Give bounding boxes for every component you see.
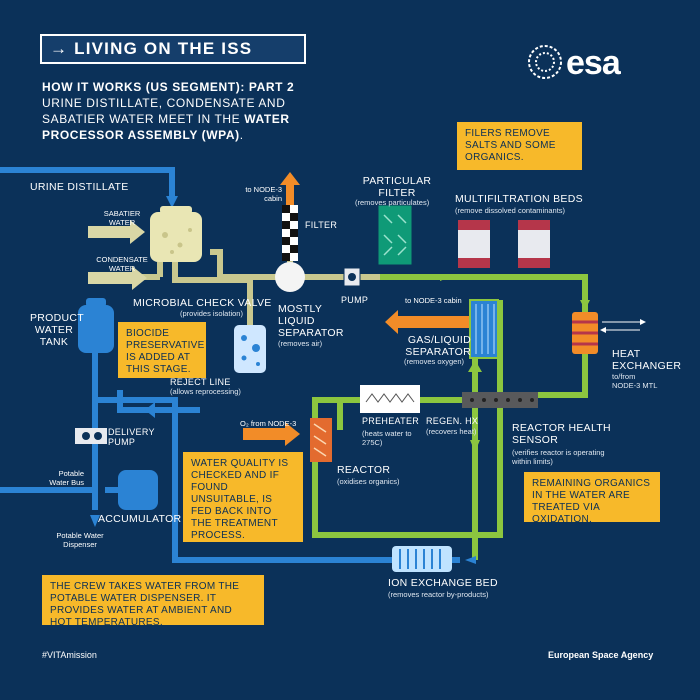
accumulator-shape [105, 470, 158, 510]
label-urine-distillate: URINE DISTILLATE [30, 181, 129, 193]
label-product-tank: PRODUCT WATER TANK [30, 312, 85, 349]
label-reactor: REACTOR [337, 464, 391, 476]
blue-pipes [0, 167, 460, 563]
subtitle: HOW IT WORKS (US SEGMENT): PART 2 [42, 80, 295, 94]
label-heat-exchanger-sub: to/from NODE-3 MTL [612, 372, 658, 390]
callout-organics: REMAINING ORGANICS IN THE WATER ARE TREA… [524, 472, 660, 525]
page-title: LIVING ON THE ISS [74, 39, 253, 58]
label-condensate: CONDENSATE WATER [96, 255, 148, 273]
heat-exchanger-shape [572, 312, 646, 354]
title-box: → LIVING ON THE ISS [40, 34, 306, 64]
esa-logo: esa [566, 44, 621, 82]
esa-logo-mark [528, 45, 562, 79]
label-heat-exchanger: HEAT EXCHANGER [612, 348, 682, 373]
label-preheater: PREHEATER [362, 416, 420, 426]
product-tank-shape [78, 298, 114, 353]
label-reject-line: REJECT LINE [170, 377, 231, 387]
label-particular-filter-sub: (removes particulates) [355, 198, 430, 207]
label-delivery-pump: DELIVERY PUMP [108, 427, 155, 448]
label-regen-hx-sub: (recovers heat) [426, 427, 477, 436]
intro-line-1: URINE DISTILLATE, CONDENSATE AND [42, 96, 286, 110]
label-multifiltration-sub: (remove dissolved contaminants) [455, 206, 566, 215]
delivery-pump-shape [75, 428, 107, 444]
checker-filter [282, 205, 298, 261]
callout-filters: FILERS REMOVE SALTS AND SOME ORGANICS. [457, 122, 582, 170]
label-potable-bus: Potable Water Bus [49, 469, 84, 487]
label-microbial-valve: MICROBIAL CHECK VALVE [133, 297, 272, 309]
callout-biocide: BIOCIDE PRESERVATIVE IS ADDED AT THIS ST… [118, 322, 206, 378]
microbial-tank [150, 206, 202, 262]
label-o2-from-node3: O₂ from NODE-3 [240, 419, 297, 428]
label-accumulator: ACCUMULATOR [98, 513, 182, 525]
arrow-icon: → [50, 39, 69, 58]
preheater-shape [360, 385, 420, 413]
biocide-cylinder [234, 325, 266, 373]
label-reject-line-sub: (allows reprocessing) [170, 387, 241, 396]
gas-liquid-shape [469, 299, 499, 359]
label-sabatier: SABATIER WATER [103, 209, 141, 227]
label-multifiltration: MULTIFILTRATION BEDS [455, 193, 583, 205]
intro-line-2: SABATIER WATER MEET IN THE WATER [42, 112, 290, 126]
label-microbial-sub: (provides isolation) [180, 309, 243, 318]
regen-hx-shape [462, 392, 538, 408]
label-reactor-sub: (oxidises organics) [337, 477, 400, 486]
label-ion-exchange: ION EXCHANGE BED [388, 577, 498, 589]
intro-line-3: PROCESSOR ASSEMBLY (WPA). [42, 128, 244, 142]
callout-crew: THE CREW TAKES WATER FROM THE POTABLE WA… [42, 575, 264, 628]
label-particular-filter: PARTICULAR FILTER [362, 175, 432, 200]
intro-bold: WATER [244, 112, 290, 126]
label-reactor-health-sub: (verifies reactor is operating within li… [512, 448, 605, 466]
label-mostly-liquid-sub: (removes air) [278, 339, 323, 348]
particular-filter-shape [377, 204, 413, 266]
label-to-node3-top: to NODE-3 cabin [245, 185, 282, 203]
label-regen-hx: REGEN. HX [426, 416, 479, 426]
label-mostly-liquid: MOSTLY LIQUID SEPARATOR [278, 303, 344, 340]
label-reactor-health: REACTOR HEALTH SENSOR [512, 422, 611, 447]
label-to-node3-mid: to NODE-3 cabin [405, 296, 462, 305]
label-preheater-sub: (heats water to 275C) [362, 429, 412, 447]
label-filter: FILTER [305, 220, 338, 230]
reactor-shape [310, 418, 332, 462]
flow-arrows [88, 196, 590, 564]
callout-water-quality: WATER QUALITY IS CHECKED AND IF FOUND UN… [183, 452, 303, 542]
footer-hashtag: #VITAmission [42, 650, 97, 660]
multifiltration-shapes [458, 220, 550, 268]
footer-agency: European Space Agency [548, 650, 654, 660]
ion-exchange-shape [392, 546, 452, 572]
separator-ball [275, 262, 305, 292]
label-gas-liquid: GAS/LIQUID SEPARATOR [405, 334, 471, 359]
label-gas-liquid-sub: (removes oxygen) [404, 357, 465, 366]
label-potable-dispenser: Potable Water Dispenser [56, 531, 104, 549]
label-pump: PUMP [341, 295, 369, 305]
label-ion-exchange-sub: (removes reactor by-products) [388, 590, 489, 599]
orange-arrows [243, 172, 470, 446]
